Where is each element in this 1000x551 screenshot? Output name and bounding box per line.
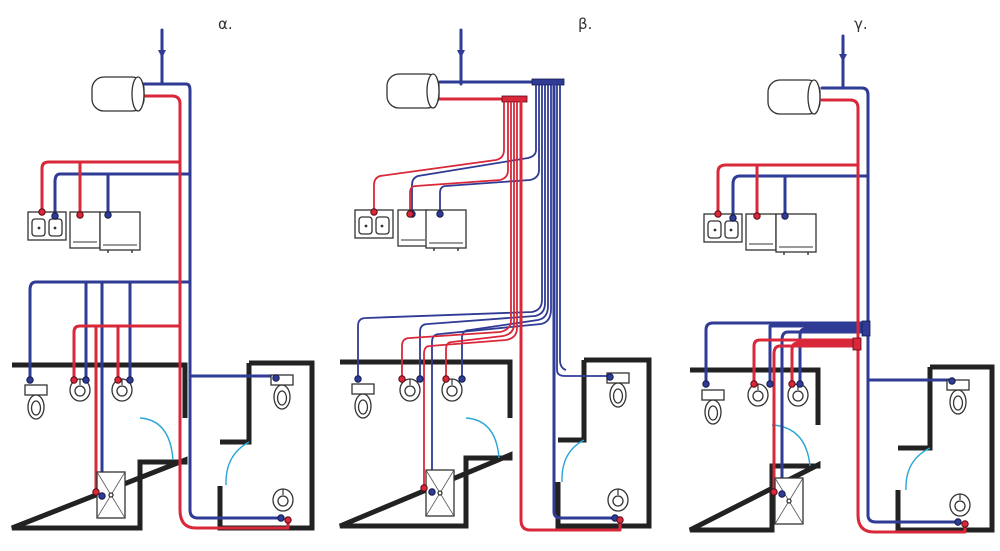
washing-machine-icon: [775, 213, 817, 256]
toilet-icon: [351, 383, 375, 419]
door-swing: [139, 417, 174, 461]
panel-beta: β.: [339, 15, 652, 532]
washbasin-icon: [272, 488, 294, 512]
small-bathroom-walls: [895, 364, 995, 533]
door-swing: [905, 447, 931, 491]
door-swing: [561, 439, 585, 483]
door-swing: [465, 417, 500, 459]
dishwasher-icon: [69, 211, 101, 249]
washbasin-icon: [607, 488, 629, 512]
water-heater-icon: [767, 79, 821, 115]
washbasin-icon: [747, 383, 769, 407]
shower-tray-icon: [774, 477, 804, 525]
water-heater-icon: [386, 73, 440, 109]
water-heater-icon: [91, 76, 145, 112]
dishwasher-icon: [745, 213, 777, 251]
washbasin-icon: [949, 493, 971, 517]
toilet-icon: [24, 384, 48, 420]
door-swing: [225, 441, 250, 486]
panel-label: α.: [218, 15, 233, 33]
main-bathroom-walls: [339, 359, 513, 529]
toilet-icon: [701, 389, 725, 425]
panel-gamma: γ.: [688, 15, 995, 534]
small-bathroom-walls: [217, 360, 315, 531]
small-bathroom-walls: [555, 357, 652, 529]
main-bathroom-walls: [688, 367, 821, 533]
toilet-icon: [946, 379, 970, 415]
main-bathroom-walls: [11, 362, 188, 531]
washing-machine-icon: [99, 211, 141, 254]
panel-label: γ.: [854, 15, 868, 33]
panel-label: β.: [578, 15, 592, 33]
panel-alpha: α.: [11, 15, 315, 531]
washing-machine-icon: [425, 209, 467, 252]
door-swing: [771, 424, 811, 467]
double-sink-icon: [27, 211, 67, 241]
